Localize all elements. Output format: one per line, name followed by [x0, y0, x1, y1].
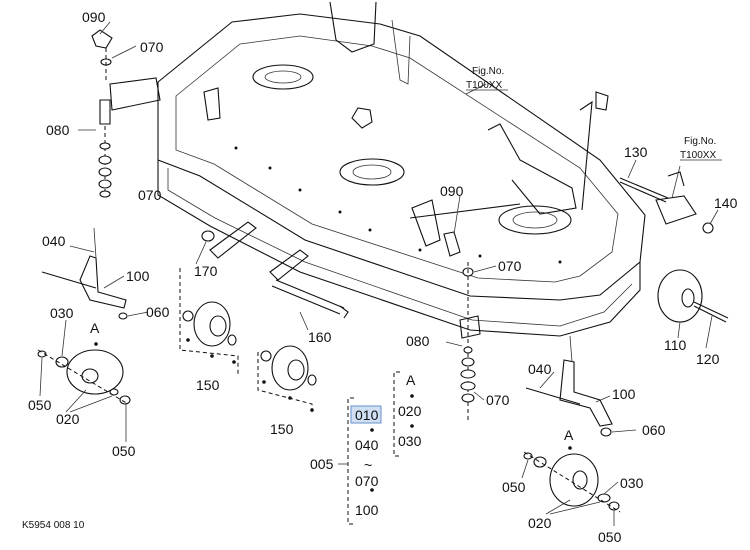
fig-ref-b-line1: Fig.No.: [684, 136, 716, 147]
kit-005-item-010[interactable]: 010: [355, 407, 379, 423]
callout-060-right[interactable]: 060: [642, 422, 666, 438]
callout-170[interactable]: 170: [194, 263, 218, 279]
callout-110[interactable]: 110: [664, 337, 687, 353]
callout-070-mid-b[interactable]: 070: [486, 392, 510, 408]
callout-080-mid[interactable]: 080: [406, 333, 430, 349]
callout-070-top[interactable]: 070: [140, 39, 164, 55]
fig-ref-a-line2[interactable]: T100XX: [466, 80, 502, 91]
callout-050-right[interactable]: 050: [502, 479, 526, 495]
kit-a-bracket: [393, 371, 400, 457]
callout-070-left[interactable]: 070: [138, 187, 162, 203]
selected-highlight: [350, 405, 382, 424]
callout-030-right[interactable]: 030: [620, 475, 644, 491]
tension-arm-and-rod: [201, 221, 349, 319]
idler-pulley-set: [179, 268, 317, 412]
callout-150-b[interactable]: 150: [270, 421, 294, 437]
kit-005-bracket: [338, 394, 414, 525]
callout-030-left[interactable]: 030: [50, 305, 74, 321]
kit-a-item-020[interactable]: 020: [398, 403, 422, 419]
callout-100-right[interactable]: 100: [612, 386, 636, 402]
kit-a-item-030[interactable]: 030: [398, 433, 422, 449]
callout-040-left[interactable]: 040: [42, 233, 66, 249]
callout-160[interactable]: 160: [308, 329, 332, 345]
callout-a-left[interactable]: A: [90, 320, 100, 336]
kit-005-range-mark: ~: [364, 457, 372, 473]
right-gauge-wheel-assembly: [523, 335, 621, 513]
mower-deck: [99, 1, 646, 337]
callout-140[interactable]: 140: [714, 195, 738, 211]
kit-005-item-100[interactable]: 100: [355, 502, 379, 518]
callout-a-right[interactable]: A: [564, 427, 574, 443]
callout-020-left[interactable]: 020: [56, 411, 80, 427]
callout-100-left[interactable]: 100: [126, 268, 150, 284]
callout-150-a[interactable]: 150: [196, 377, 220, 393]
callout-050-left[interactable]: 050: [28, 397, 52, 413]
kit-005-item-070[interactable]: 070: [355, 473, 379, 489]
fig-ref-a-line1: Fig.No.: [472, 66, 504, 77]
leader-lines: [39, 21, 719, 526]
figure-code: K5954 008 10: [22, 520, 85, 531]
fig-ref-b-line2[interactable]: T100XX: [680, 150, 716, 161]
kit-005-label: 005: [310, 456, 334, 472]
kit-a-head: A: [406, 372, 416, 388]
callout-060-left[interactable]: 060: [146, 304, 170, 320]
callout-040-right[interactable]: 040: [528, 361, 552, 377]
kit-005-item-040[interactable]: 040: [355, 437, 379, 453]
callout-050-left-b[interactable]: 050: [112, 443, 136, 459]
callout-080-left[interactable]: 080: [46, 122, 70, 138]
callout-090-top[interactable]: 090: [82, 9, 106, 25]
left-gauge-wheel-assembly: [37, 227, 131, 405]
callout-090-mid[interactable]: 090: [440, 183, 464, 199]
left-bracket-bolts: [91, 29, 113, 198]
center-bracket-stack: [443, 231, 481, 420]
callout-020-right[interactable]: 020: [528, 515, 552, 531]
callout-070-mid[interactable]: 070: [498, 258, 522, 274]
callout-130[interactable]: 130: [624, 144, 648, 160]
callout-050-right-b[interactable]: 050: [598, 529, 622, 545]
callout-120[interactable]: 120: [696, 351, 720, 367]
right-roller-assembly: [619, 171, 729, 323]
